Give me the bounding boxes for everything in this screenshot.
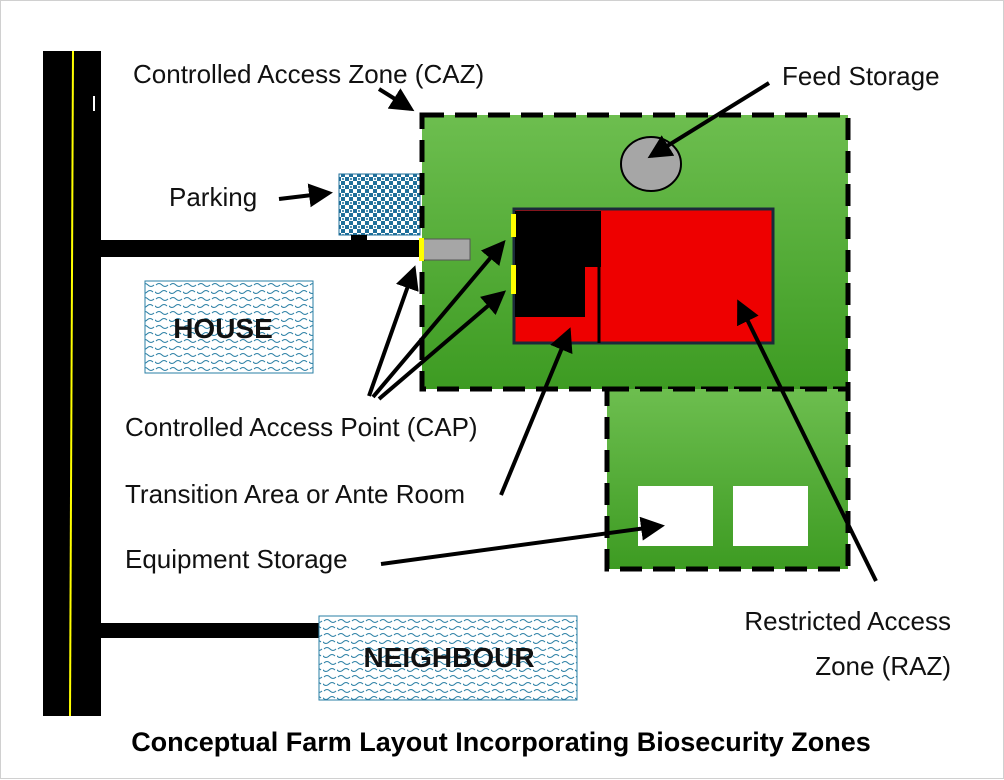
parking-area bbox=[338, 173, 421, 236]
feed-arrow bbox=[647, 81, 771, 159]
arrows bbox=[278, 81, 878, 582]
access-point-gate bbox=[419, 238, 424, 261]
equipment-storage-2 bbox=[733, 486, 808, 546]
parking-label: Parking bbox=[169, 182, 257, 212]
raz-label-line2: Zone (RAZ) bbox=[815, 651, 951, 681]
cap-arrow-2 bbox=[371, 239, 506, 399]
raz-label-line1: Restricted Access bbox=[744, 606, 951, 636]
farm-driveway bbox=[101, 240, 423, 257]
caz-label: Controlled Access Zone (CAZ) bbox=[133, 59, 484, 89]
transition-area bbox=[515, 211, 601, 317]
road-center-line bbox=[69, 50, 74, 717]
cap-label: Controlled Access Point (CAP) bbox=[125, 412, 478, 442]
cap-arrow-3 bbox=[377, 290, 507, 401]
transition-label: Transition Area or Ante Room bbox=[125, 479, 465, 509]
house-block bbox=[144, 280, 314, 374]
caz-arrow bbox=[377, 87, 415, 112]
neighbour-driveway bbox=[101, 623, 319, 638]
neighbour-block bbox=[318, 615, 578, 701]
gate bbox=[421, 238, 471, 261]
access-point-1 bbox=[511, 214, 516, 237]
transition-arrow bbox=[499, 327, 573, 496]
parking-connector bbox=[351, 235, 367, 243]
cap-arrow-1 bbox=[367, 265, 419, 397]
house-label: HOUSE bbox=[173, 313, 273, 344]
feed-label: Feed Storage bbox=[782, 61, 940, 91]
equipment-storage-1 bbox=[638, 486, 713, 546]
diagram-title: Conceptual Farm Layout Incorporating Bio… bbox=[131, 727, 871, 757]
access-point-2 bbox=[511, 265, 516, 294]
neighbour-label: NEIGHBOUR bbox=[363, 642, 534, 673]
equipment-label: Equipment Storage bbox=[125, 544, 348, 574]
parking-arrow bbox=[278, 183, 333, 208]
equipment-arrow bbox=[380, 516, 665, 566]
raz-arrow bbox=[737, 299, 878, 582]
